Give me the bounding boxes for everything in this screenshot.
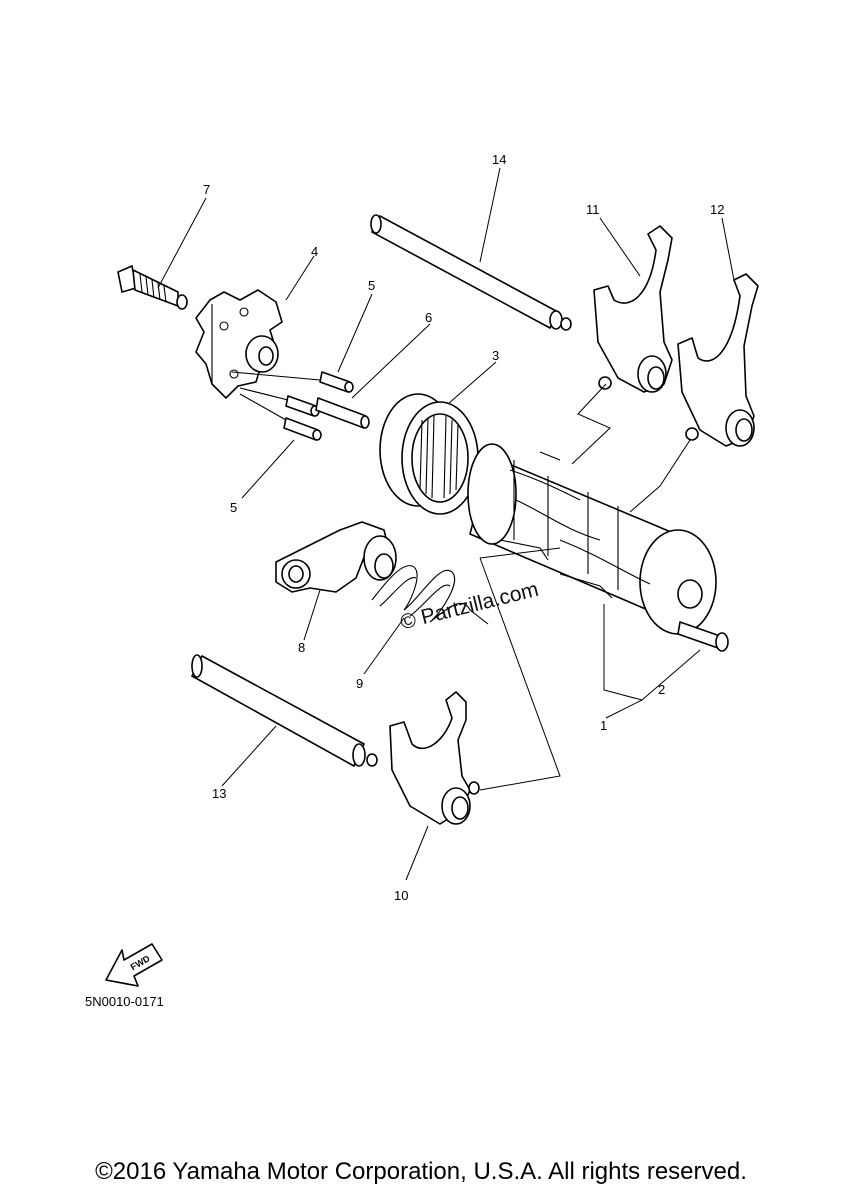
callout-3: 3 bbox=[492, 348, 499, 363]
callout-14: 14 bbox=[492, 152, 506, 167]
part-8-stopper-lever bbox=[275, 521, 397, 593]
part-1-shift-drum bbox=[467, 443, 717, 635]
part-2-pin bbox=[677, 621, 729, 652]
callout-13: 13 bbox=[212, 786, 226, 801]
callout-8: 8 bbox=[298, 640, 305, 655]
part-6-pin bbox=[315, 397, 370, 429]
part-13-shaft bbox=[191, 654, 378, 767]
part-4-segment bbox=[195, 289, 283, 399]
diagram-code: 5N0010-0171 bbox=[85, 994, 164, 1009]
callout-9: 9 bbox=[356, 676, 363, 691]
part-10-shift-fork bbox=[389, 691, 480, 825]
part-3-bearing bbox=[379, 393, 479, 515]
callout-5-lower: 5 bbox=[230, 500, 237, 515]
fwd-arrow-icon: FWD bbox=[105, 943, 163, 987]
callout-5-upper: 5 bbox=[368, 278, 375, 293]
part-5-pins bbox=[231, 371, 354, 441]
part-14-shaft bbox=[370, 214, 572, 331]
part-11-shift-fork bbox=[593, 225, 673, 393]
part-12-shift-fork bbox=[677, 273, 759, 447]
callouts: 7 4 5 6 3 14 11 12 5 8 9 2 1 13 10 bbox=[203, 152, 724, 903]
leader-lines bbox=[157, 167, 735, 881]
callout-7: 7 bbox=[203, 182, 210, 197]
callout-11: 11 bbox=[586, 202, 600, 217]
callout-12: 12 bbox=[710, 202, 724, 217]
part-7-screw bbox=[117, 265, 188, 310]
callout-10: 10 bbox=[394, 888, 408, 903]
callout-4: 4 bbox=[311, 244, 318, 259]
part-9-spring bbox=[371, 565, 489, 625]
callout-1: 1 bbox=[600, 718, 607, 733]
copyright-notice: ©2016 Yamaha Motor Corporation, U.S.A. A… bbox=[95, 1158, 747, 1185]
callout-2: 2 bbox=[658, 682, 665, 697]
callout-6: 6 bbox=[425, 310, 432, 325]
